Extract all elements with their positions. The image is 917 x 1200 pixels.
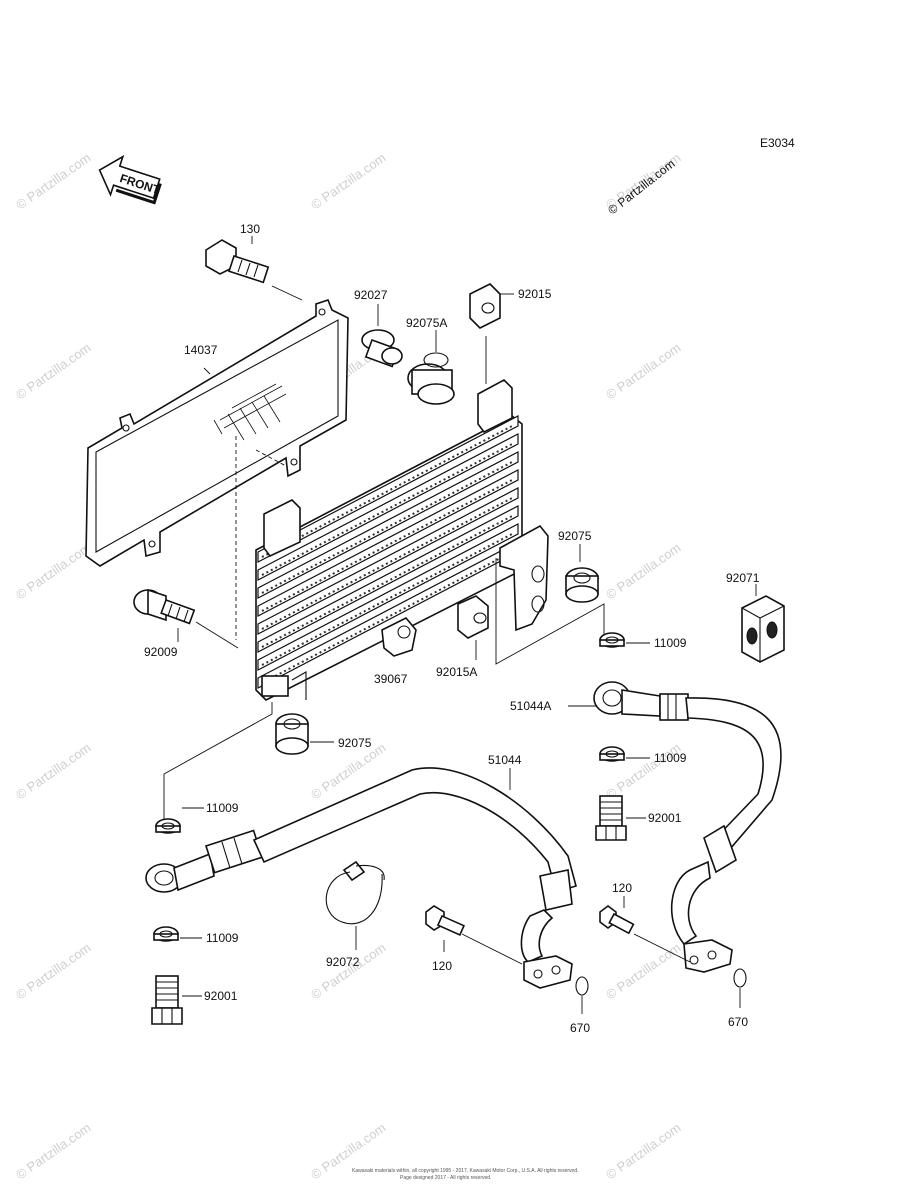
washer-11009-c-icon — [155, 818, 181, 834]
watermark-tile: © Partzilla.com — [603, 940, 683, 1003]
hose-51044A-icon — [593, 681, 782, 973]
oil-cooler-screen-icon — [85, 299, 349, 567]
callout-130[interactable]: 130 — [240, 222, 260, 236]
callout-120-a[interactable]: 120 — [612, 881, 632, 895]
o-ring-670-b-icon — [733, 968, 747, 988]
collar-92027-icon — [361, 329, 403, 368]
watermark-tile: © Partzilla.com — [13, 340, 93, 403]
callout-670-a[interactable]: 670 — [570, 1021, 590, 1035]
washer-11009-a-icon — [599, 632, 625, 648]
callout-92075-lower[interactable]: 92075 — [338, 736, 372, 750]
callout-670-b[interactable]: 670 — [728, 1015, 748, 1029]
clip-92015-icon — [469, 283, 501, 329]
front-arrow-icon: FRONT — [98, 154, 162, 205]
callout-14037[interactable]: 14037 — [184, 343, 218, 357]
banjo-bolt-92001-a-icon — [595, 795, 627, 841]
callout-92015A[interactable]: 92015A — [436, 665, 477, 679]
bolt-130-icon — [205, 239, 270, 284]
callout-92001-a[interactable]: 92001 — [648, 811, 682, 825]
watermark-tile: © Partzilla.com — [308, 940, 388, 1003]
cooler-fin — [257, 415, 519, 563]
grommet-92075-lower-icon — [275, 713, 309, 755]
callout-120-b[interactable]: 120 — [432, 959, 452, 973]
callout-11009-d[interactable]: 11009 — [206, 931, 239, 945]
watermark-tile: © Partzilla.com — [13, 540, 93, 603]
bolt-92009-icon — [133, 588, 196, 625]
o-ring-670-a-icon — [575, 976, 589, 996]
watermark-main: © Partzilla.com — [605, 157, 677, 218]
callout-92001-b[interactable]: 92001 — [204, 989, 238, 1003]
hose-51044-icon — [145, 767, 577, 989]
bolt-120-a-icon — [599, 905, 635, 935]
watermark-tile: © Partzilla.com — [603, 1120, 683, 1183]
grommet-92075A-icon — [407, 352, 455, 405]
callout-11009-c[interactable]: 11009 — [206, 801, 239, 815]
watermark-tile: © Partzilla.com — [308, 150, 388, 213]
callout-51044A[interactable]: 51044A — [510, 699, 551, 713]
watermark-tile: © Partzilla.com — [13, 740, 93, 803]
callout-92015[interactable]: 92015 — [518, 287, 552, 301]
copyright-line-2: Page designed 2017 - All rights reserved… — [400, 1175, 491, 1181]
watermark-tile: © Partzilla.com — [13, 1120, 93, 1183]
cooler-fin — [257, 505, 519, 653]
bolt-120-b-icon — [425, 905, 465, 936]
callout-92027[interactable]: 92027 — [354, 288, 388, 302]
callout-92072[interactable]: 92072 — [326, 955, 360, 969]
callout-11009-a[interactable]: 11009 — [654, 636, 687, 650]
cooler-fin — [257, 469, 519, 617]
watermark-tile: © Partzilla.com — [603, 540, 683, 603]
cooler-fin — [257, 433, 519, 581]
callout-51044[interactable]: 51044 — [488, 753, 522, 767]
clip-92015A-icon — [457, 595, 489, 639]
copyright-line-1: Kawasaki materials within, all copyright… — [352, 1168, 579, 1174]
callout-39067[interactable]: 39067 — [374, 672, 408, 686]
cooler-fin — [257, 523, 519, 671]
oil-cooler-core-icon — [255, 379, 549, 701]
callout-92075A[interactable]: 92075A — [406, 316, 447, 330]
hose-clamp-92072-icon — [325, 860, 385, 925]
watermark-tile: © Partzilla.com — [13, 150, 93, 213]
clamp-92071-icon — [741, 595, 785, 663]
banjo-bolt-92001-b-icon — [151, 975, 183, 1025]
diagram-code: E3034 — [760, 136, 795, 150]
washer-11009-d-icon — [153, 926, 179, 942]
washer-11009-b-icon — [599, 746, 625, 762]
grommet-92075-right-icon — [565, 567, 599, 603]
callout-92009[interactable]: 92009 — [144, 645, 178, 659]
watermark-tile: © Partzilla.com — [603, 340, 683, 403]
callout-92071[interactable]: 92071 — [726, 571, 760, 585]
cooler-fin — [257, 451, 519, 599]
watermark-tile: © Partzilla.com — [13, 940, 93, 1003]
callout-92075-right[interactable]: 92075 — [558, 529, 592, 543]
cooler-fin — [257, 487, 519, 635]
callout-11009-b[interactable]: 11009 — [654, 751, 687, 765]
